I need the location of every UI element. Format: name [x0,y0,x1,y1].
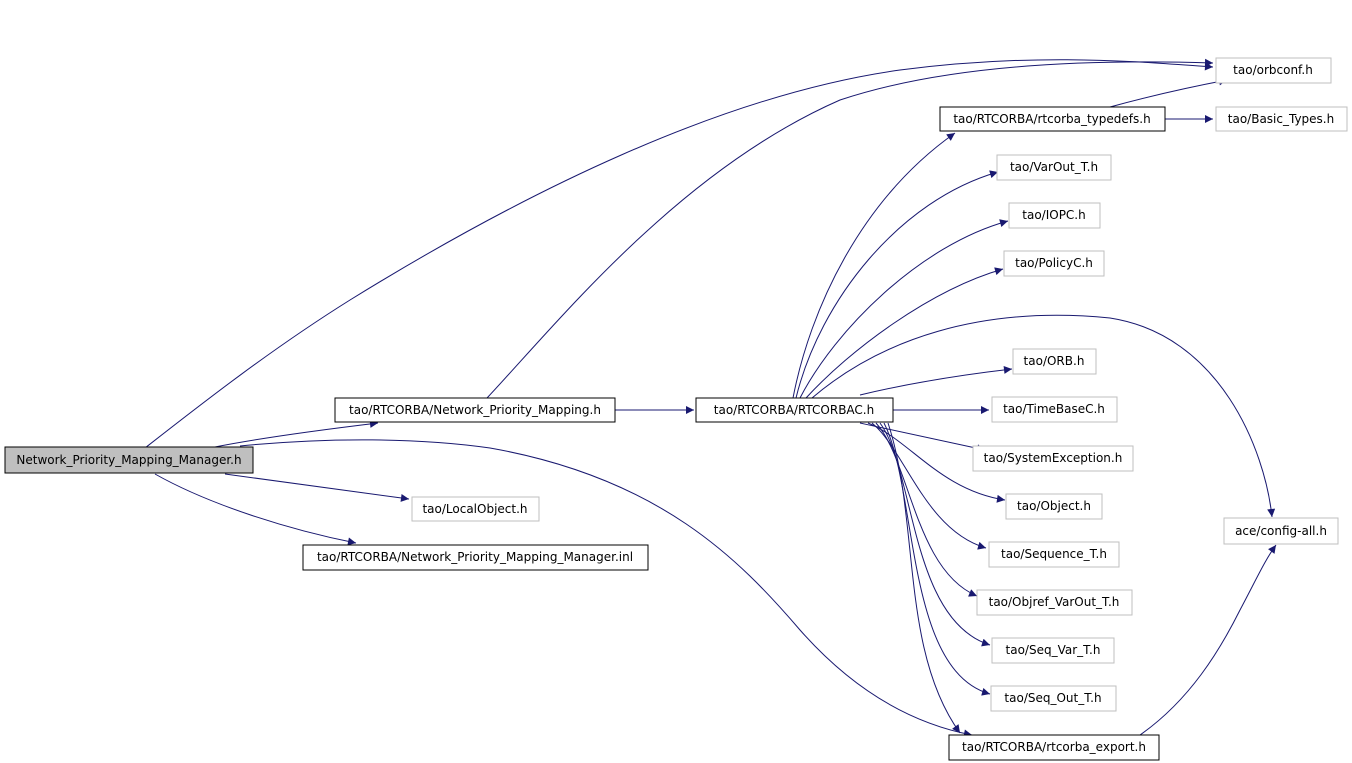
node-varout[interactable]: tao/VarOut_T.h [996,154,1112,181]
node-basic-types[interactable]: tao/Basic_Types.h [1215,106,1348,132]
edge-root-to-localobject [224,473,410,502]
edge-typedefs-to-orbconf [1109,77,1228,108]
node-label: tao/IOPC.h [1022,208,1085,222]
node-object[interactable]: tao/Object.h [1005,493,1103,520]
node-rtcorbac[interactable]: tao/RTCORBA/RTCORBAC.h [695,397,894,423]
node-label: tao/Objref_VarOut_T.h [989,595,1120,609]
edge-export-to-configall [1139,544,1277,736]
node-iopc[interactable]: tao/IOPC.h [1008,202,1101,229]
edge-npm-to-orbconf [486,58,1214,399]
edge-rtcorbac-to-policyc [805,267,1004,399]
node-label: tao/RTCORBA/rtcorba_export.h [962,740,1146,754]
node-network-priority-mapping[interactable]: tao/RTCORBA/Network_Priority_Mapping.h [334,397,616,423]
edge-rtcorbac-to-configall [811,314,1276,518]
edge-rtcorbac-to-object [867,422,1006,503]
node-objref-varout[interactable]: tao/Objref_VarOut_T.h [976,589,1133,616]
node-label: tao/RTCORBA/rtcorba_typedefs.h [953,112,1150,126]
node-rtcorba-typedefs[interactable]: tao/RTCORBA/rtcorba_typedefs.h [939,106,1166,132]
edge-rtcorbac-to-seqout [883,422,991,696]
node-label: tao/Object.h [1017,499,1091,513]
node-seq-out[interactable]: tao/Seq_Out_T.h [990,685,1117,712]
edge-rtcorbac-to-objref [875,422,978,597]
edge-rtcorbac-to-typedefs [792,132,956,399]
edge-rtcorbac-to-orb [859,365,1013,396]
edge-rtcorbac-to-seqvar [879,422,991,647]
node-orb[interactable]: tao/ORB.h [1012,348,1097,375]
node-label: tao/orbconf.h [1233,63,1313,77]
node-label: tao/Seq_Out_T.h [1004,691,1101,705]
node-label: tao/Seq_Var_T.h [1006,643,1101,657]
node-root[interactable]: Network_Priority_Mapping_Manager.h [4,446,254,474]
node-orbconf[interactable]: tao/orbconf.h [1215,57,1332,84]
node-label: tao/PolicyC.h [1015,256,1093,270]
node-npm-manager-inl[interactable]: tao/RTCORBA/Network_Priority_Mapping_Man… [302,544,649,571]
edge-rtcorbac-to-export [887,422,961,734]
node-config-all[interactable]: ace/config-all.h [1223,517,1339,545]
node-rtcorba-export[interactable]: tao/RTCORBA/rtcorba_export.h [948,734,1160,761]
node-label: tao/RTCORBA/Network_Priority_Mapping.h [349,403,601,417]
node-label: tao/VarOut_T.h [1010,160,1098,174]
edge-root-to-npm-inl [154,473,357,546]
node-system-exception[interactable]: tao/SystemException.h [972,445,1134,472]
node-timebasec[interactable]: tao/TimeBaseC.h [991,396,1118,423]
edge-rtcorbac-to-sequence [871,422,987,550]
edge-root-to-npm [214,419,379,448]
node-seq-var[interactable]: tao/Seq_Var_T.h [991,637,1115,664]
node-label: tao/RTCORBA/Network_Priority_Mapping_Man… [317,550,633,564]
node-label: tao/TimeBaseC.h [1003,402,1105,416]
edge-rtcorbac-to-sysexc [859,422,986,453]
edge-root-to-orbconf [144,59,1214,449]
edge-root-to-export [239,439,973,738]
node-label: tao/RTCORBA/RTCORBAC.h [714,403,874,417]
node-label: ace/config-all.h [1235,524,1327,538]
node-label: tao/ORB.h [1024,354,1085,368]
edge-rtcorbac-to-iopc [799,219,1009,399]
node-label: tao/SystemException.h [984,451,1123,465]
edges [144,58,1277,738]
node-policyc[interactable]: tao/PolicyC.h [1003,250,1105,277]
node-label: tao/Sequence_T.h [1001,547,1107,561]
nodes: Network_Priority_Mapping_Manager.h tao/R… [4,57,1348,761]
edge-rtcorbac-to-varout [795,170,999,399]
node-label: tao/Basic_Types.h [1228,112,1334,126]
node-local-object[interactable]: tao/LocalObject.h [411,496,540,522]
node-label: Network_Priority_Mapping_Manager.h [16,453,241,467]
node-sequence[interactable]: tao/Sequence_T.h [988,541,1120,568]
node-label: tao/LocalObject.h [422,502,527,516]
